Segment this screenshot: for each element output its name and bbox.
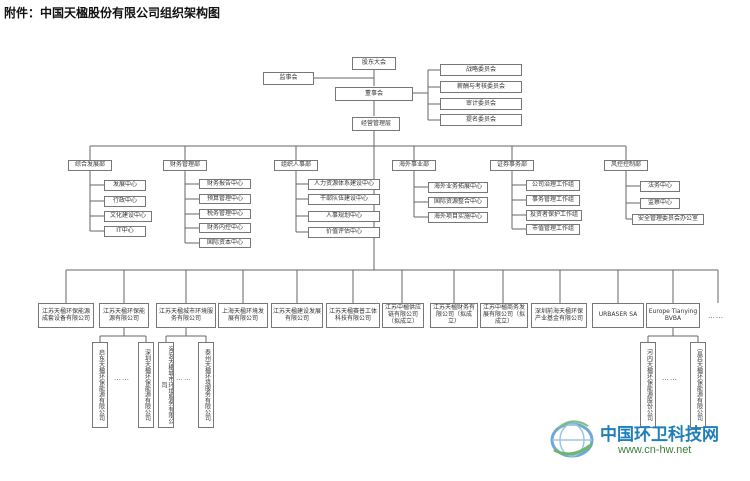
- grandchild-ellipsis: ……: [114, 374, 130, 382]
- subsidiary-box: 江苏中楹供应链有限公司（拟成立）: [382, 303, 424, 328]
- dept-comprehensive-child: 行政中心: [104, 196, 146, 207]
- subsidiary-ellipsis: ……: [708, 312, 724, 320]
- committee-nomination: 提名委员会: [440, 114, 522, 126]
- dept-comprehensive-child: 发展中心: [104, 180, 146, 191]
- grandchild-ellipsis: ……: [662, 374, 678, 382]
- management-box: 经营管理层: [352, 117, 400, 131]
- subsidiary-box: 江苏天楹环保能源有限公司: [99, 303, 149, 328]
- grandchild-ellipsis: ……: [176, 374, 192, 382]
- subsidiary-box: 江苏天楹城市环境服务有限公司: [156, 303, 216, 328]
- grandchild-box: 海安天楹城市环境服务有限公司: [158, 342, 174, 428]
- dept-overseas-child: 国际资源整合中心: [428, 197, 488, 208]
- subsidiary-box: 江苏天楹赛普工体科技有限公司: [326, 303, 380, 328]
- dept-risk-child: 监察中心: [640, 198, 680, 209]
- page-title: 附件：中国天楹股份有限公司组织架构图: [4, 6, 221, 20]
- watermark-url: www.cn-hw.net: [618, 444, 692, 456]
- dept-risk-control: 风控控制部: [604, 160, 648, 171]
- subsidiary-box: URBASER SA: [592, 303, 644, 328]
- globe-logo-icon: [550, 420, 594, 458]
- grandchild-box: 启东天楹环保能源有限公司: [92, 342, 108, 428]
- dept-overseas-child: 海外业务拓展中心: [428, 182, 488, 193]
- dept-overseas-child: 海外项目实施中心: [428, 212, 488, 223]
- dept-overseas: 海外事业部: [392, 160, 436, 171]
- watermark: 中国环卫科技网 www.cn-hw.net: [548, 410, 748, 480]
- committee-audit: 审计委员会: [440, 98, 522, 110]
- dept-securities-child: 事务管理工作组: [526, 195, 580, 206]
- dept-finance-child: 财务内控中心: [199, 223, 251, 233]
- grandchild-box: 宜宾天楹环保能源有限公司: [690, 342, 706, 428]
- dept-hr: 组织人事部: [274, 160, 318, 171]
- grandchild-box: 深圳天楹环保能源有限公司: [138, 342, 154, 428]
- watermark-site-name: 中国环卫科技网: [600, 425, 719, 445]
- grandchild-box: 泰州天楹环境服务有限公司: [198, 342, 214, 428]
- subsidiary-box: 江苏中楹商务发展有限公司（拟成立）: [480, 303, 528, 328]
- dept-risk-child: 安全管理委员会办公室: [632, 214, 704, 225]
- dept-hr-child: 人力资源体系建设中心: [308, 179, 380, 190]
- grandchild-box: 河内天楹环保能源股份公司: [640, 342, 656, 428]
- dept-comprehensive: 综合发展部: [68, 160, 112, 171]
- dept-comprehensive-child: 文化建设中心: [104, 211, 152, 222]
- dept-comprehensive-child: IT中心: [104, 226, 146, 237]
- subsidiary-box: Europe Tianying BVBA: [646, 303, 700, 328]
- supervisors-box: 监事会: [263, 72, 314, 85]
- dept-finance-child: 财务报告中心: [199, 179, 251, 189]
- board-box: 董事会: [335, 87, 413, 101]
- subsidiary-box: 江苏天楹建设发展有限公司: [271, 303, 323, 328]
- shareholders-box: 股东大会: [352, 57, 396, 70]
- dept-hr-child: 价值评估中心: [308, 227, 380, 238]
- subsidiary-box: 江苏天楹财务有限公司（拟成立）: [430, 303, 478, 328]
- dept-securities-child: 市值管理工作组: [526, 224, 580, 235]
- dept-finance-child: 税务管理中心: [199, 209, 251, 219]
- dept-risk-child: 法务中心: [640, 181, 680, 192]
- dept-securities-child: 公司治理工作组: [526, 180, 580, 191]
- subsidiary-box: 上海天楹环境发展有限公司: [218, 303, 268, 328]
- dept-securities: 证券事务部: [490, 160, 534, 171]
- dept-finance-child: 预算管理中心: [199, 194, 251, 204]
- committee-strategy: 战略委员会: [440, 64, 522, 76]
- dept-finance: 财务管理部: [163, 160, 207, 171]
- dept-finance-child: 国际资本中心: [199, 238, 251, 248]
- dept-securities-child: 投资者保护工作组: [526, 210, 582, 221]
- subsidiary-box: 江苏天楹环保能源成套设备有限公司: [38, 303, 94, 328]
- committee-compensation: 薪酬与考核委员会: [440, 81, 522, 93]
- dept-hr-child: 干部队伍建设中心: [308, 194, 380, 205]
- subsidiary-box: 深圳前海天楹环保产业基金有限公司: [531, 303, 587, 328]
- dept-hr-child: 人事规划中心: [308, 211, 380, 222]
